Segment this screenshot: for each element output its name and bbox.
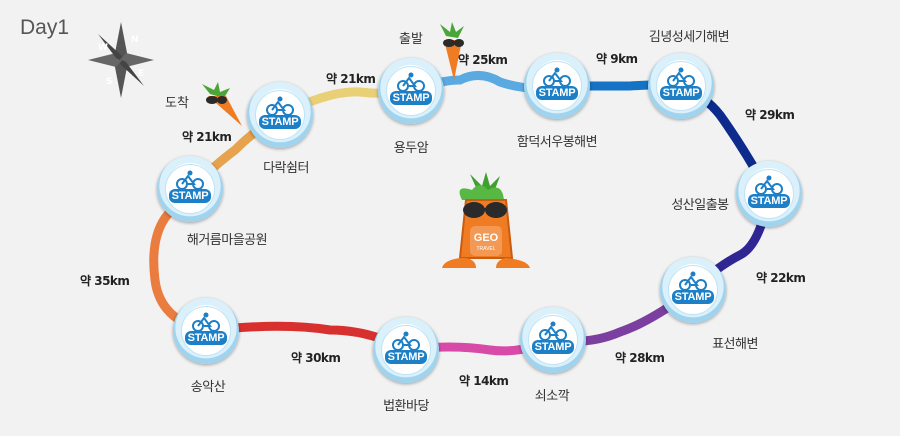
place-songaksan: 송악산 (190, 380, 226, 395)
stamp-songaksan[interactable]: STAMP (173, 298, 239, 364)
start-label: 출발 (399, 32, 423, 47)
stamp-soesokkak[interactable]: STAMP (520, 307, 586, 373)
distance-label: 약 14km (459, 374, 509, 388)
distance-label: 약 22km (756, 271, 806, 285)
bicycle-icon (392, 331, 420, 351)
bicycle-icon (667, 67, 695, 87)
stamp-darak[interactable]: STAMP (247, 82, 313, 148)
place-hamdeok: 함덕서우봉해변 (516, 135, 598, 150)
stamp-label: STAMP (258, 115, 302, 129)
compass-north: N (131, 35, 139, 45)
end-label: 도착 (165, 96, 189, 111)
place-yongduam: 용두암 (393, 141, 429, 156)
compass-south: S (106, 77, 112, 87)
stamp-label: STAMP (389, 91, 433, 105)
distance-label: 약 21km (182, 130, 232, 144)
stamp-yongduam[interactable]: STAMP (378, 58, 444, 124)
bicycle-icon (266, 96, 294, 116)
stamp-label: STAMP (659, 86, 703, 100)
bicycle-icon (176, 170, 204, 190)
distance-label: 약 21km (326, 72, 376, 86)
stamp-pyoseon[interactable]: STAMP (660, 257, 726, 323)
stamp-label: STAMP (168, 189, 212, 203)
place-gimnyeong: 김녕성세기해변 (648, 30, 730, 45)
stamp-haegeoreum[interactable]: STAMP (157, 156, 223, 222)
stamp-label: STAMP (747, 194, 791, 208)
stamp-seongsan[interactable]: STAMP (736, 161, 802, 227)
stamp-gimnyeong[interactable]: STAMP (648, 53, 714, 119)
stamp-label: STAMP (531, 340, 575, 354)
place-darak: 다락쉼터 (263, 161, 309, 176)
bicycle-icon (397, 72, 425, 92)
start-carrot-icon (432, 22, 468, 86)
bicycle-icon (539, 321, 567, 341)
stamp-label: STAMP (671, 290, 715, 304)
place-haegeoreum: 해거름마을공원 (186, 233, 268, 248)
compass-east: E (138, 69, 144, 79)
distance-label: 약 30km (291, 351, 341, 365)
mascot-text-geo: GEO (474, 232, 499, 244)
bicycle-icon (192, 312, 220, 332)
bicycle-icon (679, 271, 707, 291)
place-soesokkak: 쇠소깍 (534, 389, 570, 404)
stamp-beophwan[interactable]: STAMP (373, 317, 439, 383)
distance-label: 약 29km (745, 108, 795, 122)
mascot-text-travel: TRAVEL (476, 246, 495, 252)
end-carrot-icon (196, 82, 244, 134)
compass-icon: N E S W (86, 20, 156, 100)
bicycle-icon (755, 175, 783, 195)
mascot: GEO TRAVEL (436, 170, 536, 275)
day-title: Day1 (20, 16, 70, 39)
distance-label: 약 35km (80, 274, 130, 288)
stamp-label: STAMP (535, 86, 579, 100)
compass-west: W (98, 43, 108, 53)
stamp-label: STAMP (384, 350, 428, 364)
distance-label: 약 28km (615, 351, 665, 365)
bicycle-icon (543, 67, 571, 87)
place-seongsan: 성산일출봉 (671, 198, 729, 213)
place-pyoseon: 표선해변 (712, 337, 758, 352)
distance-label: 약 25km (458, 53, 508, 67)
stamp-label: STAMP (184, 331, 228, 345)
distance-label: 약 9km (596, 52, 638, 66)
place-beophwan: 법환바당 (383, 399, 429, 414)
stamp-hamdeok[interactable]: STAMP (524, 53, 590, 119)
